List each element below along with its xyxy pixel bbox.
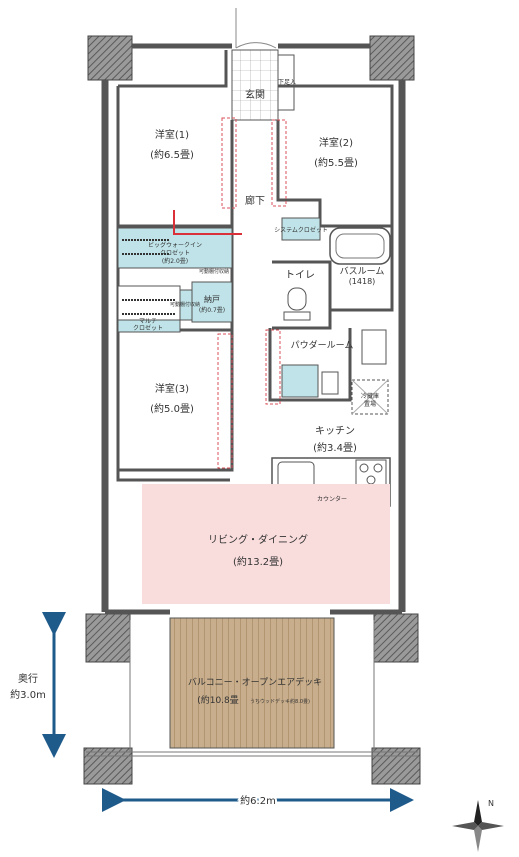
western2-size: (約5.5畳) bbox=[314, 156, 358, 169]
dimension-labels: 奥行 約3.0m 約6.2m bbox=[10, 672, 278, 809]
wic-name: ビッグウォークイン bbox=[148, 241, 202, 249]
outer-walls bbox=[101, 43, 406, 615]
bathroom-fixtures bbox=[329, 227, 391, 265]
counter-label: カウンター bbox=[317, 495, 347, 503]
dashed-guides bbox=[217, 117, 287, 469]
compass-icon: N bbox=[452, 799, 504, 852]
depth-label: 奥行 bbox=[18, 672, 38, 685]
wic-size: (約2.0畳) bbox=[162, 257, 188, 265]
living-area-fill bbox=[142, 484, 390, 604]
balcony-size: (約10.8畳 bbox=[197, 694, 239, 706]
powder-room-label: パウダールーム bbox=[291, 339, 354, 351]
western2-name: 洋室(2) bbox=[319, 136, 353, 149]
fridge-line1: 冷蔵庫 bbox=[361, 392, 379, 400]
entrance-area bbox=[231, 8, 295, 121]
kitchen-name: キッチン bbox=[315, 425, 355, 437]
living-name: リビング・ダイニング bbox=[208, 533, 308, 546]
shoe-box-label: 下足入 bbox=[278, 79, 296, 86]
depth-value: 約3.0m bbox=[10, 688, 46, 701]
living-size: (約13.2畳) bbox=[233, 555, 283, 568]
svg-text:N: N bbox=[488, 799, 494, 808]
toilet-fixture bbox=[283, 287, 311, 321]
fridge-space bbox=[351, 379, 389, 415]
balcony-note: うちウッドデッキ約8.0畳) bbox=[250, 698, 310, 705]
western3-size: (約5.0畳) bbox=[150, 402, 194, 415]
bathroom-name: バスルーム bbox=[340, 266, 385, 277]
room-labels: 洋室(1) (約6.5畳) 洋室(2) (約5.5畳) 玄関 下足入 廊下 シス… bbox=[133, 79, 384, 706]
kitchen-size: (約3.4畳) bbox=[313, 441, 357, 454]
fridge-line2: 置場 bbox=[364, 400, 376, 408]
movable-shelf-label-2: 可動棚付収納 bbox=[170, 301, 200, 308]
movable-shelf-label: 可動棚付収納 bbox=[199, 268, 229, 275]
storage-size: (約0.7畳) bbox=[199, 306, 225, 314]
toilet-label: トイレ bbox=[285, 270, 315, 281]
system-closet-label: システムクロゼット bbox=[274, 226, 328, 234]
western3-name: 洋室(3) bbox=[155, 382, 189, 395]
storage-name: 納戸 bbox=[204, 294, 220, 304]
interior-walls bbox=[116, 50, 394, 482]
entrance-label: 玄関 bbox=[245, 88, 265, 101]
width-value: 約6.2m bbox=[240, 794, 276, 807]
multi-closet-name: マルチ bbox=[139, 318, 157, 325]
bathroom-size: (1418) bbox=[349, 277, 376, 286]
balcony-rail bbox=[86, 620, 418, 757]
powder-fixtures bbox=[281, 329, 387, 398]
walkthrough-arrow bbox=[173, 210, 242, 235]
wic-name2: クロゼット bbox=[160, 249, 190, 257]
balcony-name: バルコニー・オープンエアデッキ bbox=[188, 676, 322, 688]
multi-closet-name2: クロゼット bbox=[133, 324, 163, 332]
hallway-label: 廊下 bbox=[245, 194, 265, 207]
balcony-deck bbox=[169, 617, 335, 749]
western1-size: (約6.5畳) bbox=[150, 148, 194, 161]
western1-name: 洋室(1) bbox=[155, 128, 189, 141]
